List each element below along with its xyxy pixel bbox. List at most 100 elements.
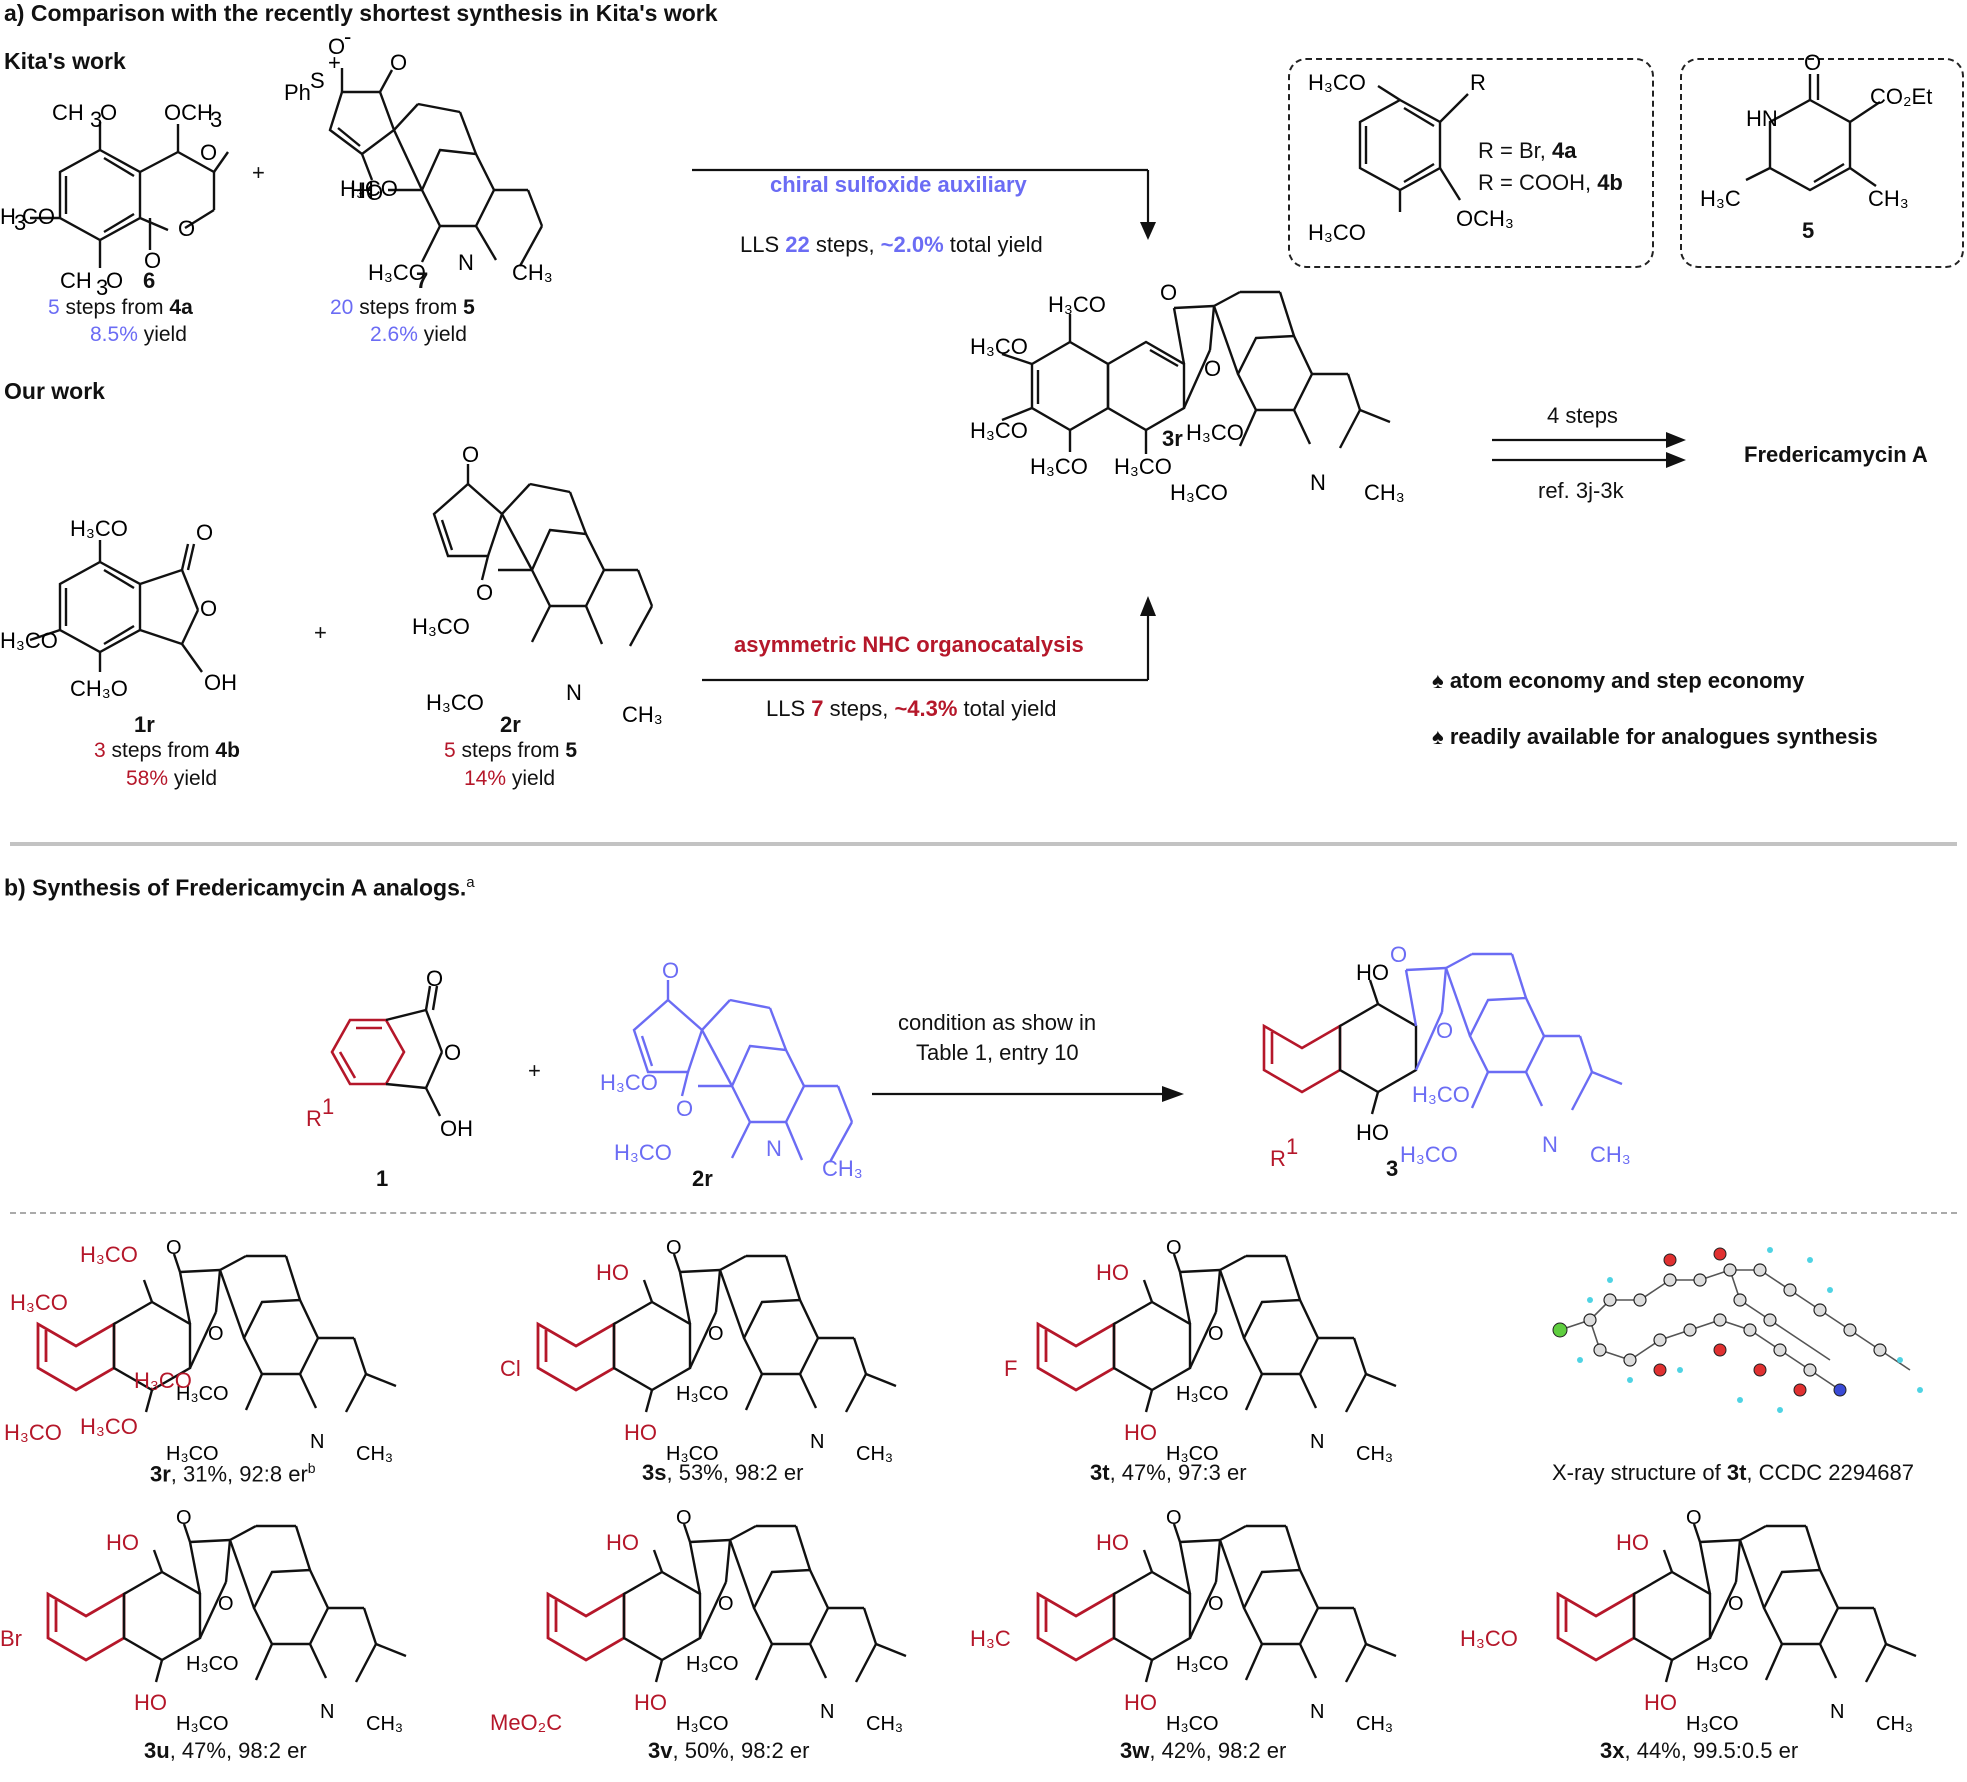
xray-caption: X-ray structure of 3t, CCDC 2294687 [1552, 1460, 1914, 1486]
svg-text:O: O [144, 248, 161, 273]
bullet-1-symbol: ♠ [1432, 668, 1444, 693]
svg-text:Cl: Cl [500, 1356, 521, 1381]
our-lls-b: steps, [823, 696, 895, 721]
product-3r-id: 3r [150, 1461, 171, 1487]
compound-7-yield-text: yield [417, 323, 467, 346]
xray-prefix: X-ray structure of [1552, 1460, 1727, 1485]
compound-1r-steps-text: steps from [105, 739, 216, 762]
svg-text:N: N [566, 680, 582, 705]
svg-text:H₃C: H₃C [1700, 186, 1741, 211]
svg-text:OCH₃: OCH₃ [1456, 206, 1514, 231]
svg-text:H₃CO: H₃CO [970, 418, 1028, 443]
svg-text:H₃CO: H₃CO [1186, 420, 1244, 445]
kita-lls-tail: total yield [943, 232, 1043, 257]
bullet-2-symbol: ♠ [1432, 724, 1444, 749]
our-arrow-lls: LLS 7 steps, ~4.3% total yield [766, 696, 1057, 722]
our-arrow-top: asymmetric NHC organocatalysis [734, 632, 1084, 657]
svg-text:HO: HO [606, 1530, 639, 1555]
svg-text:H₃CO: H₃CO [80, 1242, 138, 1267]
product-3w-text: , 42%, 98:2 er [1149, 1738, 1287, 1763]
compound-2r-steps-src: 5 [565, 739, 578, 762]
svg-text:H₃CO: H₃CO [4, 1420, 62, 1445]
our-lls-yield: ~4.3% [894, 696, 958, 721]
kita-lls-a: LLS [740, 232, 786, 257]
svg-text:O: O [328, 34, 345, 59]
xray-structure-image [1552, 1247, 1923, 1413]
box-5 [1680, 58, 1964, 268]
compound-7-yield-val: 2.6% [370, 323, 418, 346]
svg-text:H: H [358, 178, 374, 203]
svg-text:H₃CO: H₃CO [412, 614, 470, 639]
svg-text:H₃CO: H₃CO [1030, 454, 1088, 479]
kita-arrow [692, 168, 1156, 240]
svg-text:HO: HO [1616, 1530, 1649, 1555]
svg-text:N: N [458, 250, 474, 275]
product-3x-text: , 44%, 99.5:0.5 er [1624, 1738, 1799, 1763]
svg-text:R: R [1270, 1146, 1286, 1171]
svg-text:H₃C: H₃C [970, 1626, 1011, 1651]
kita-arrow-top: chiral sulfoxide auxiliary [770, 172, 1027, 197]
final-arrow-bottom: ref. 3j-3k [1538, 478, 1624, 503]
svg-text:H₃CO: H₃CO [426, 690, 484, 715]
box1-line2: R = COOH, 4b [1478, 170, 1623, 196]
compound-2r-id-b: 2r [692, 1166, 713, 1191]
condition-arrow [872, 1086, 1184, 1102]
svg-text:HO: HO [1356, 960, 1389, 985]
our-lls-tail: total yield [957, 696, 1057, 721]
svg-text:O: O [196, 520, 213, 545]
svg-text:O: O [462, 442, 479, 467]
svg-text:CH: CH [52, 100, 84, 125]
svg-text:HO: HO [1644, 1690, 1677, 1715]
svg-text:3: 3 [14, 210, 26, 235]
condition-line-1: condition as show in [898, 1010, 1097, 1035]
svg-text:O: O [426, 966, 443, 991]
compound-6-yield: 8.5% yield [90, 320, 187, 350]
section-a-title: a) Comparison with the recently shortest… [4, 0, 718, 26]
svg-text:H₃CO: H₃CO [1170, 480, 1228, 505]
compound-6-steps: 5 steps from 4a [48, 293, 193, 323]
svg-text:H: H [350, 178, 366, 203]
compound-7-steps-text: steps from [353, 296, 464, 319]
svg-text:O: O [1204, 356, 1221, 381]
svg-text:H₃CO: H₃CO [614, 1140, 672, 1165]
compound-1r-yield: 58% yield [126, 764, 217, 794]
svg-text:H₃CO: H₃CO [970, 334, 1028, 359]
svg-text:S: S [310, 68, 325, 93]
svg-text:HO: HO [1124, 1420, 1157, 1445]
svg-text:O: O [1160, 280, 1177, 305]
final-product: Fredericamycin A [1744, 442, 1928, 467]
svg-text:CH: CH [60, 268, 92, 293]
product-3t-caption: 3t, 47%, 97:3 er [1090, 1460, 1247, 1486]
svg-text:CH₃: CH₃ [1364, 480, 1405, 505]
svg-text:3: 3 [210, 107, 222, 132]
compound-1r-id: 1r [134, 712, 155, 737]
plus-sign-b: + [528, 1058, 541, 1083]
our-lls-n: 7 [811, 696, 824, 721]
product-3u-id: 3u [144, 1738, 170, 1763]
product-3w-id: 3w [1120, 1738, 1150, 1763]
compound-2r-yield: 14% yield [464, 764, 555, 794]
our-arrow [702, 596, 1156, 682]
compound-2r-steps-text: steps from [455, 739, 566, 762]
compound-7-yield: 2.6% yield [370, 320, 467, 350]
svg-text:H₃CO: H₃CO [1048, 292, 1106, 317]
svg-text:H₃CO: H₃CO [368, 260, 426, 285]
product-3r-sup: b [307, 1460, 316, 1476]
svg-text:1: 1 [1286, 1134, 1298, 1159]
compound-1r-steps: 3 steps from 4b [94, 736, 240, 766]
bullet-1-text: atom economy and step economy [1449, 668, 1805, 693]
svg-text:O: O [178, 216, 195, 241]
product-3u-text: , 47%, 98:2 er [169, 1738, 307, 1763]
svg-text:O: O [390, 50, 407, 75]
svg-text:-: - [344, 24, 351, 49]
